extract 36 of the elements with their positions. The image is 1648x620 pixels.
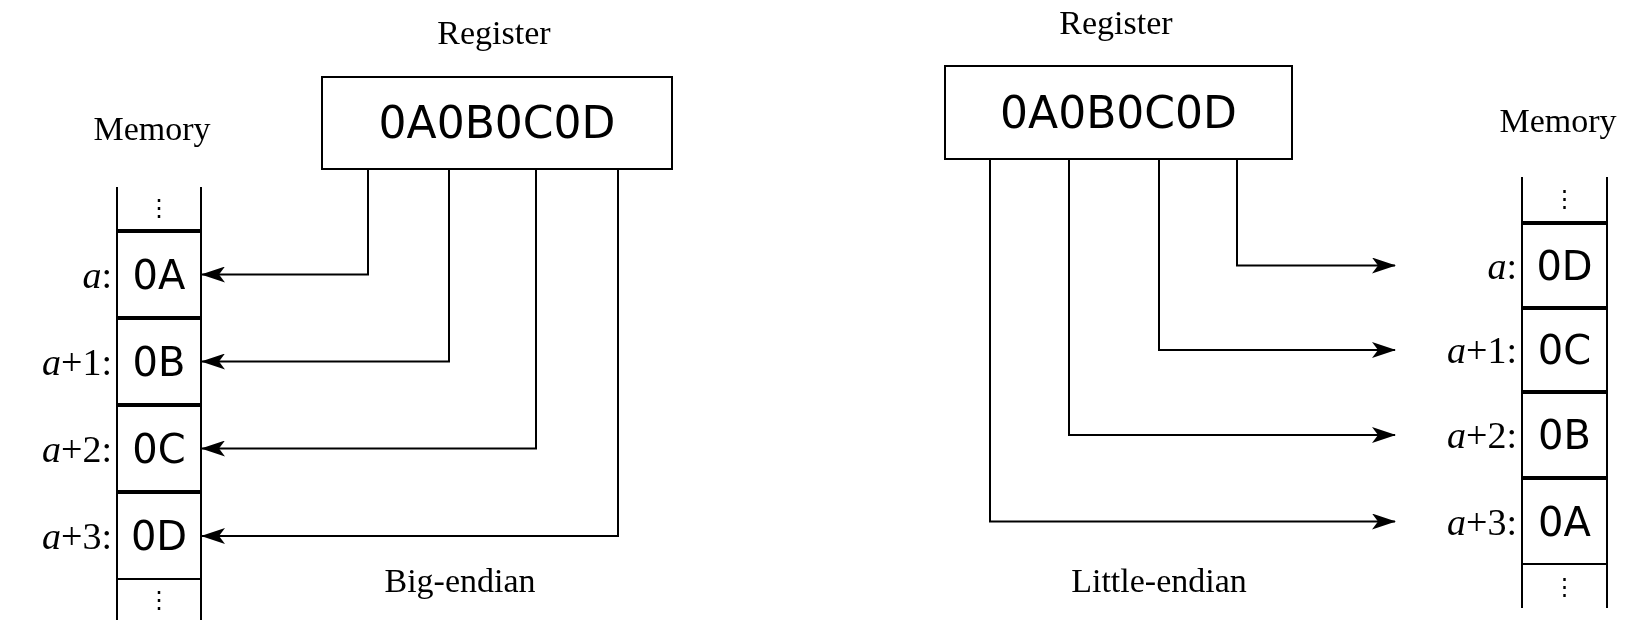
caption-label: Register: [1058, 3, 1174, 43]
memory-cell: 0B: [1521, 392, 1608, 478]
memory-cell: 0A: [1521, 478, 1608, 565]
memory-ellipsis-cell: ⋮: [1521, 177, 1608, 223]
address-label: a+2:: [42, 429, 112, 468]
address-label: a:: [1487, 246, 1517, 285]
arrow: [201, 169, 450, 370]
address-label: a+3:: [42, 517, 112, 555]
arrow: [1236, 159, 1396, 274]
memory-cell: 0C: [1521, 308, 1608, 392]
arrow: [201, 169, 369, 283]
arrow: [989, 159, 1396, 530]
register-box: 0A0B0C0D: [944, 65, 1293, 160]
register-box: 0A0B0C0D: [321, 76, 673, 170]
caption-label: Register: [436, 13, 552, 53]
address-label: a+1:: [1447, 331, 1517, 369]
caption-label: Memory: [1498, 101, 1618, 141]
memory-ellipsis-cell: ⋮: [1521, 565, 1608, 608]
arrow: [201, 169, 619, 544]
address-label: a+1:: [42, 342, 112, 381]
caption-label: Big-endian: [383, 561, 537, 601]
memory-cell: 0D: [116, 492, 202, 580]
arrow: [1158, 159, 1396, 358]
caption-label: Memory: [92, 109, 212, 149]
memory-cell: 0C: [116, 405, 202, 492]
address-label: a:: [82, 255, 112, 294]
address-label: a+2:: [1447, 416, 1517, 454]
address-label: a+3:: [1447, 502, 1517, 541]
memory-cell: 0B: [116, 318, 202, 405]
memory-ellipsis-cell: ⋮: [116, 580, 202, 620]
caption-label: Little-endian: [1070, 561, 1248, 601]
arrow: [1068, 159, 1396, 443]
memory-cell: 0A: [116, 231, 202, 318]
arrow: [201, 169, 537, 457]
memory-ellipsis-cell: ⋮: [116, 187, 202, 231]
memory-cell: 0D: [1521, 223, 1608, 308]
